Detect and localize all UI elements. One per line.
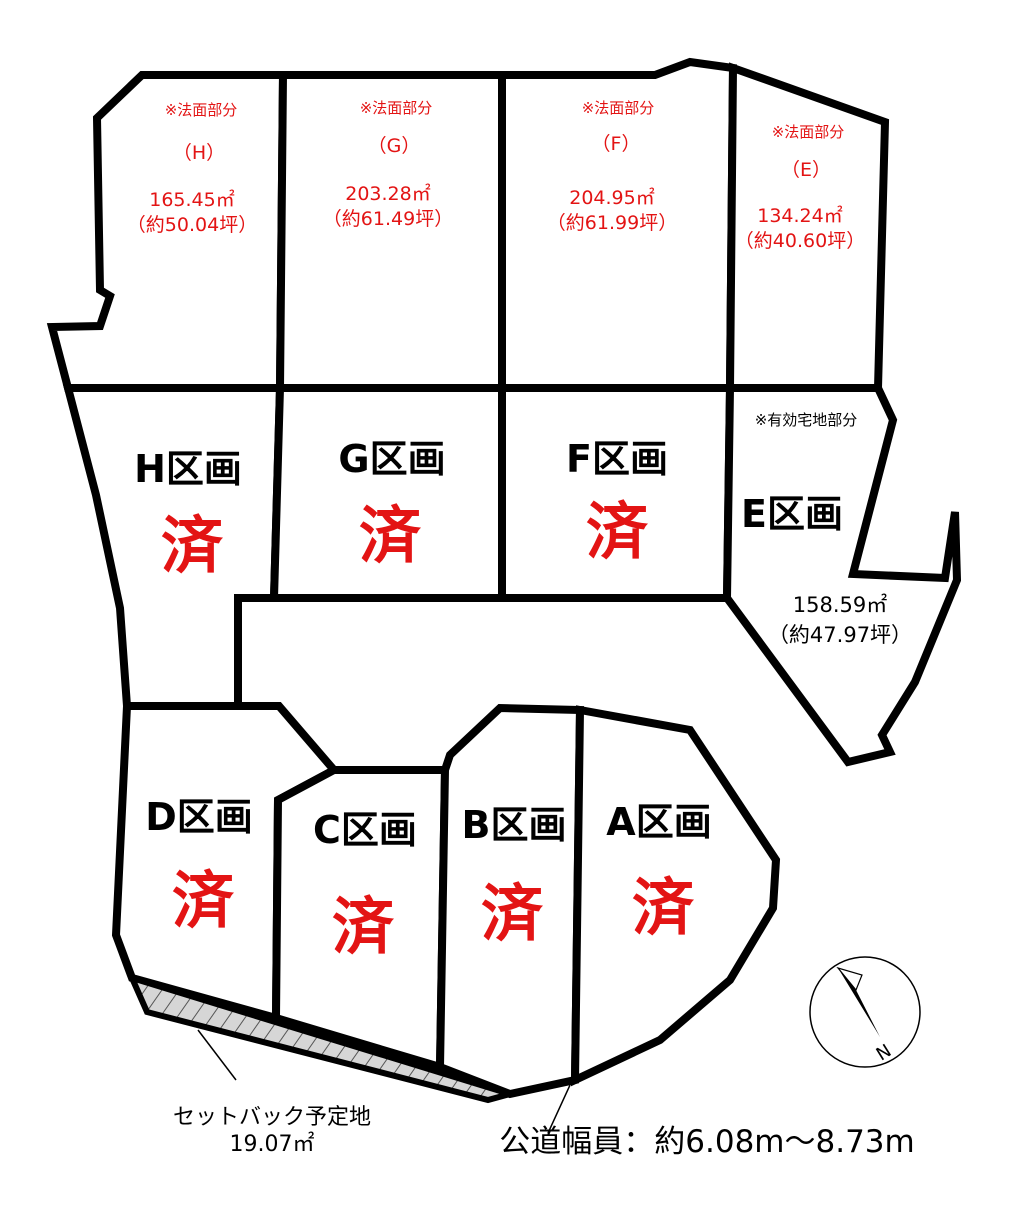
lot-e-effective-note: ※有効宅地部分 — [755, 411, 858, 429]
road-width-label: 公道幅員：約6.08m～8.73m — [499, 1124, 914, 1160]
lot-h-slope-area: 165.45㎡ — [149, 188, 234, 211]
lot-g-slope-label: （G） — [368, 135, 421, 157]
lot-e-name: E区画 — [741, 492, 843, 536]
lot-e-slope-tsubo: （約40.60坪） — [735, 230, 865, 252]
lot-a-sold-mark: 済 — [632, 871, 695, 944]
lot-h-slope-tsubo: （約50.04坪） — [127, 214, 257, 236]
lot-f-slope-tsubo: （約61.99坪） — [547, 212, 677, 234]
lot-g-slope-area: 203.28㎡ — [345, 182, 430, 205]
lot-g-slope-info: ※法面部分 （G） 203.28㎡ （約61.49坪） — [323, 99, 453, 230]
lot-c-name: C区画 — [313, 808, 417, 852]
lot-c-sold-mark: 済 — [332, 890, 395, 963]
lot-e-slope-note: ※法面部分 — [772, 123, 845, 141]
lot-e-slope-label: （E） — [781, 159, 831, 181]
setback-label: セットバック予定地 — [173, 1105, 371, 1130]
lot-h-sold-mark: 済 — [161, 509, 224, 582]
lot-b-name: B区画 — [462, 803, 567, 847]
lot-e — [722, 384, 962, 767]
lot-a-name: A区画 — [606, 800, 711, 844]
lot-e-effective-area: 158.59㎡ — [793, 593, 887, 617]
north-compass-icon: N — [809, 956, 921, 1068]
lot-e-slope — [725, 62, 890, 392]
lot-g-sold-mark: 済 — [359, 499, 422, 572]
lot-f-slope-area: 204.95㎡ — [569, 186, 654, 209]
lot-g-slope — [275, 71, 506, 392]
road-leader-line — [547, 1084, 571, 1134]
lot-g-slope-tsubo: （約61.49坪） — [323, 208, 453, 230]
setback-area — [126, 973, 521, 1104]
lot-h-slope-label: （H） — [173, 142, 225, 164]
lot-a — [570, 705, 781, 1087]
lot-f-slope-info: ※法面部分 （F） 204.95㎡ （約61.99坪） — [547, 99, 677, 234]
lot-c — [271, 766, 450, 1073]
lot-e-slope-area: 134.24㎡ — [757, 204, 842, 227]
setback-area-value: 19.07㎡ — [230, 1131, 315, 1157]
lot-h-slope-info: ※法面部分 （H） 165.45㎡ （約50.04坪） — [127, 101, 257, 236]
lot-h-name: H区画 — [134, 447, 242, 491]
lot-g-slope-note: ※法面部分 — [360, 99, 433, 117]
lot-b-sold-mark: 済 — [481, 877, 544, 950]
lot-g-name: G区画 — [338, 437, 445, 481]
lot-e-slope-info: ※法面部分 （E） 134.24㎡ （約40.60坪） — [735, 123, 865, 252]
lot-f-slope-label: （F） — [592, 133, 641, 155]
lot-f-slope-note: ※法面部分 — [582, 99, 655, 117]
lot-e-effective-tsubo: （約47.97坪） — [768, 623, 912, 647]
lot-h-slope-note: ※法面部分 — [165, 101, 238, 119]
lot-f-name: F区画 — [566, 437, 668, 481]
lot-d-sold-mark: 済 — [172, 864, 235, 937]
setback-leader-line — [197, 1029, 237, 1081]
lot-f-sold-mark: 済 — [586, 495, 649, 568]
lot-d-name: D区画 — [145, 795, 253, 839]
